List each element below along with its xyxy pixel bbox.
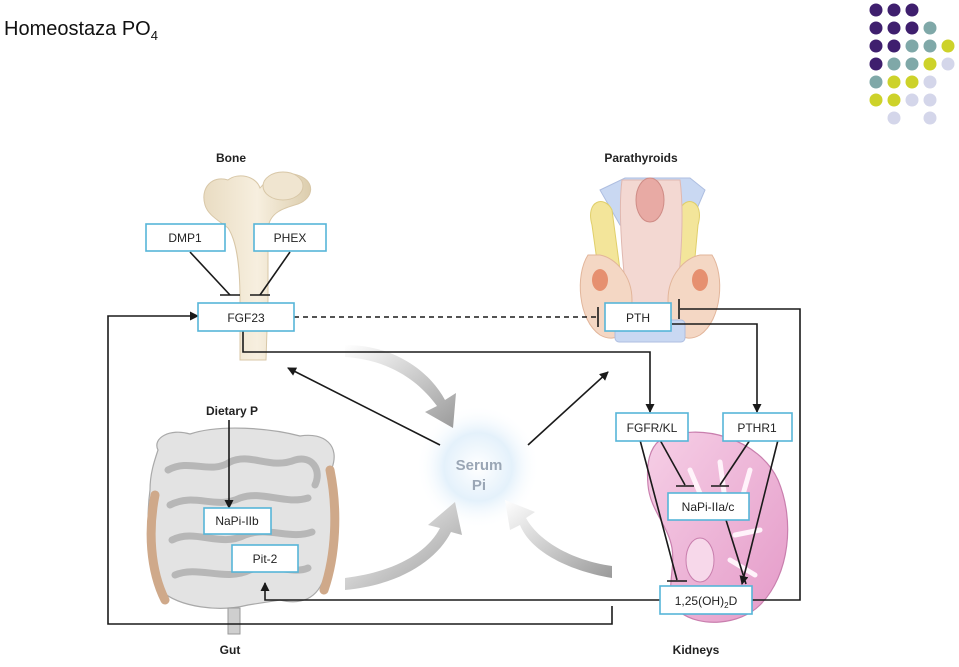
- dietary-p-label: Dietary P: [206, 404, 258, 418]
- decorative-dot: [869, 21, 883, 35]
- gray-arrow-bone-to-serum: [345, 345, 456, 428]
- decorative-dot: [887, 93, 901, 107]
- decorative-dot: [887, 75, 901, 89]
- decorative-dot: [905, 3, 919, 17]
- decorative-dot: [923, 93, 937, 107]
- vitd-to-pit2-line: [260, 582, 660, 601]
- napi2b-box: [203, 507, 272, 535]
- decorative-dot: [869, 57, 883, 71]
- vitd-box: [659, 585, 753, 615]
- napi2ac-label: NaPi-IIa/c: [682, 500, 735, 514]
- napi2ac-to-vitd: [725, 519, 747, 585]
- gray-arrow-gut-to-serum: [345, 502, 462, 590]
- decorative-dot: [923, 75, 937, 89]
- bone-illustration: [203, 171, 312, 361]
- decorative-dot: [905, 57, 919, 71]
- serum-to-bone-arrow: [287, 367, 441, 446]
- decorative-dot: [905, 93, 919, 107]
- dmp1-label: DMP1: [168, 231, 202, 245]
- decorative-dot: [887, 111, 901, 125]
- serum-glow: [416, 405, 540, 529]
- pthr1-label: PTHR1: [737, 421, 777, 435]
- decorative-dot: [905, 39, 919, 53]
- fgf23-label: FGF23: [227, 311, 265, 325]
- decorative-dot: [905, 75, 919, 89]
- gut-to-fgf23-loop: [107, 311, 613, 625]
- bone-label: Bone: [216, 151, 246, 165]
- decorative-dot: [923, 39, 937, 53]
- fgfr-inhibits-vitd: [639, 439, 678, 581]
- serum-label-line2: Pi: [472, 477, 486, 494]
- vitd-label-subscript: 2: [724, 601, 729, 610]
- fgf23-box: [197, 302, 295, 332]
- napi2ac-box: [667, 492, 750, 521]
- decorative-dot: [905, 21, 919, 35]
- decorative-dot: [941, 39, 955, 53]
- phex-label: PHEX: [274, 231, 307, 245]
- pth-box: [604, 302, 672, 332]
- phex-box: [253, 223, 327, 252]
- dmp1-inhibits-fgf23: [189, 251, 231, 296]
- gut-label: Gut: [220, 643, 241, 657]
- pth-to-pthr1-line: [672, 323, 762, 413]
- fgfr-label: FGFR/KL: [627, 421, 678, 435]
- decorative-dot: [923, 57, 937, 71]
- fgfr-box: [615, 412, 689, 442]
- fgfr-inhibits-napi2ac: [659, 439, 686, 486]
- vitd-label: 1,25(OH)2D: [675, 594, 738, 610]
- parathyroids-label: Parathyroids: [604, 151, 678, 165]
- slide-title: Homeostaza PO4: [4, 18, 158, 43]
- napi2b-label: NaPi-IIb: [215, 514, 259, 528]
- decorative-dot: [869, 93, 883, 107]
- dmp1-box: [145, 223, 226, 252]
- decorative-dot: [869, 3, 883, 17]
- pthr1-stimulates-vitd: [739, 439, 779, 585]
- pthr1-box: [722, 412, 793, 442]
- decorative-dot: [869, 75, 883, 89]
- decorative-dot: [941, 57, 955, 71]
- vitd-label-suffix: D: [729, 594, 738, 608]
- decorative-dot: [869, 39, 883, 53]
- decorative-dot: [923, 111, 937, 125]
- serum-to-parathyroid-arrow: [527, 371, 609, 446]
- kidneys-label: Kidneys: [673, 643, 720, 657]
- gray-arrow-kidney-to-serum: [505, 500, 612, 578]
- decorative-dot: [887, 3, 901, 17]
- vitd-label-main: 1,25(OH): [675, 594, 724, 608]
- decorative-dot: [887, 39, 901, 53]
- slide-title-subscript: 4: [150, 28, 158, 43]
- pit2-box: [231, 544, 299, 573]
- pthr1-inhibits-napi2ac: [719, 439, 751, 486]
- slide-title-main: Homeostaza PO: [4, 18, 151, 40]
- serum-label-line1: Serum: [456, 457, 503, 474]
- pth-label: PTH: [626, 311, 650, 325]
- decorative-dot-grid: [869, 3, 955, 125]
- pit2-label: Pit-2: [253, 552, 278, 566]
- vitd-inhibits-pth-line: [680, 308, 801, 601]
- decorative-dot: [887, 57, 901, 71]
- decorative-dot: [923, 21, 937, 35]
- decorative-dot: [887, 21, 901, 35]
- phex-inhibits-fgf23: [259, 251, 291, 296]
- fgf23-to-fgfr-line: [242, 331, 655, 413]
